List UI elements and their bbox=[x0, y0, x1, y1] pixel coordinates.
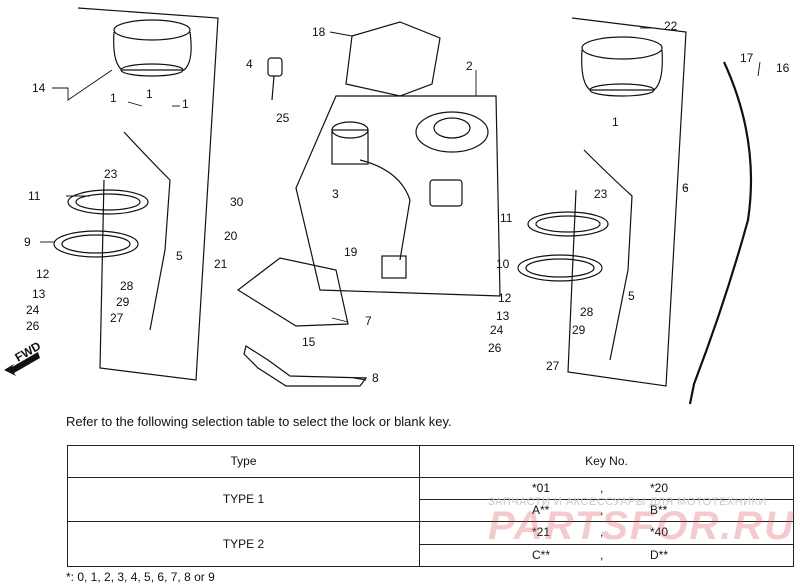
callout-17: 17 bbox=[740, 51, 754, 65]
callout-5: 5 bbox=[628, 289, 635, 303]
meter-housing-left bbox=[113, 19, 192, 77]
key-value: *21 bbox=[532, 525, 551, 540]
meter-cover-icon bbox=[345, 21, 441, 97]
fuel-cap-icon bbox=[415, 111, 489, 153]
watermark-logo: PARTSFOR.RU bbox=[488, 504, 796, 548]
callout-22: 22 bbox=[664, 19, 678, 33]
callout-26: 26 bbox=[26, 319, 40, 333]
callout-29: 29 bbox=[116, 295, 130, 309]
callout-27: 27 bbox=[110, 311, 124, 325]
key-icon bbox=[267, 57, 283, 101]
callout-29: 29 bbox=[572, 323, 586, 337]
callout-1: 1 bbox=[146, 87, 153, 101]
callout-13: 13 bbox=[496, 309, 510, 323]
left-assembly-frame bbox=[77, 7, 219, 381]
callout-24: 24 bbox=[26, 303, 40, 317]
meter-ring-right bbox=[527, 211, 609, 237]
key-value: D** bbox=[650, 547, 669, 562]
callout-9: 9 bbox=[24, 235, 31, 249]
callout-27: 27 bbox=[546, 359, 560, 373]
callout-8: 8 bbox=[372, 371, 379, 385]
callout-6: 6 bbox=[682, 181, 689, 195]
meter-case-right bbox=[517, 254, 603, 282]
key-value: *20 bbox=[650, 480, 669, 495]
callout-11: 11 bbox=[500, 211, 513, 225]
callout-11: 11 bbox=[28, 189, 41, 203]
callout-10: 10 bbox=[496, 257, 510, 271]
callout-15: 15 bbox=[302, 335, 316, 349]
leader-lines bbox=[40, 27, 761, 381]
bracket-icon bbox=[236, 257, 349, 327]
meter-harness-right bbox=[583, 149, 633, 361]
header-type: Type bbox=[67, 445, 420, 478]
key-separator: , bbox=[600, 525, 604, 540]
callout-19: 19 bbox=[344, 245, 358, 259]
footnote: *: 0, 1, 2, 3, 4, 5, 6, 7, 8 or 9 bbox=[66, 570, 215, 584]
callout-13: 13 bbox=[32, 287, 46, 301]
callout-1: 1 bbox=[612, 115, 619, 129]
callout-16: 16 bbox=[776, 61, 790, 75]
callout-1: 1 bbox=[110, 91, 117, 105]
header-key-no: Key No. bbox=[419, 445, 794, 478]
callout-12: 12 bbox=[36, 267, 50, 281]
stay-icon bbox=[243, 345, 368, 387]
right-assembly-frame bbox=[567, 17, 687, 387]
fwd-arrow-icon bbox=[4, 352, 40, 376]
callout-23: 23 bbox=[594, 187, 608, 201]
key-value: *01 bbox=[532, 480, 551, 495]
callout-20: 20 bbox=[224, 229, 238, 243]
key-separator: , bbox=[600, 547, 604, 562]
meter-harness-left bbox=[123, 131, 171, 331]
speedometer-cable bbox=[688, 61, 753, 405]
meter-ring-left bbox=[67, 189, 149, 215]
key-value: C** bbox=[532, 547, 551, 562]
meter-case-left bbox=[53, 230, 139, 258]
key-value: *40 bbox=[650, 525, 669, 540]
key-separator: , bbox=[600, 502, 604, 517]
selection-note: Refer to the following selection table t… bbox=[66, 414, 452, 429]
callout-26: 26 bbox=[488, 341, 502, 355]
type-1-cell: TYPE 1 bbox=[67, 476, 420, 523]
key-value: B** bbox=[650, 502, 668, 517]
callout-30: 30 bbox=[230, 195, 244, 209]
callout-24: 24 bbox=[490, 323, 504, 337]
callout-18: 18 bbox=[312, 25, 326, 39]
callout-4: 4 bbox=[246, 57, 253, 71]
callout-28: 28 bbox=[120, 279, 134, 293]
lock-body-icon bbox=[429, 179, 463, 207]
callout-1: 1 bbox=[182, 97, 189, 111]
ignition-switch-icon bbox=[331, 121, 411, 279]
callout-7: 7 bbox=[365, 314, 372, 328]
type-2-cell: TYPE 2 bbox=[67, 521, 420, 567]
callout-25: 25 bbox=[276, 111, 290, 125]
callout-28: 28 bbox=[580, 305, 594, 319]
callout-3: 3 bbox=[332, 187, 339, 201]
callout-2: 2 bbox=[466, 59, 473, 73]
key-selection-table: Type Key No. TYPE 1 *01 , *20 A** , B** … bbox=[67, 445, 794, 568]
callout-12: 12 bbox=[498, 291, 512, 305]
callout-23: 23 bbox=[104, 167, 118, 181]
key-value: A** bbox=[532, 502, 550, 517]
meter-housing-right bbox=[581, 36, 663, 97]
key-separator: , bbox=[600, 480, 604, 495]
callout-14: 14 bbox=[32, 81, 46, 95]
type-2-key-row-2: C** , D** bbox=[419, 543, 794, 568]
callout-5: 5 bbox=[176, 249, 183, 263]
watermark-subtitle: ЗАПЧАСТИ И АКСЕССУАРЫ ДЛЯ МОТОТЕХНИКИ bbox=[488, 496, 767, 508]
callout-21: 21 bbox=[214, 257, 228, 271]
ignition-frame bbox=[295, 95, 501, 297]
